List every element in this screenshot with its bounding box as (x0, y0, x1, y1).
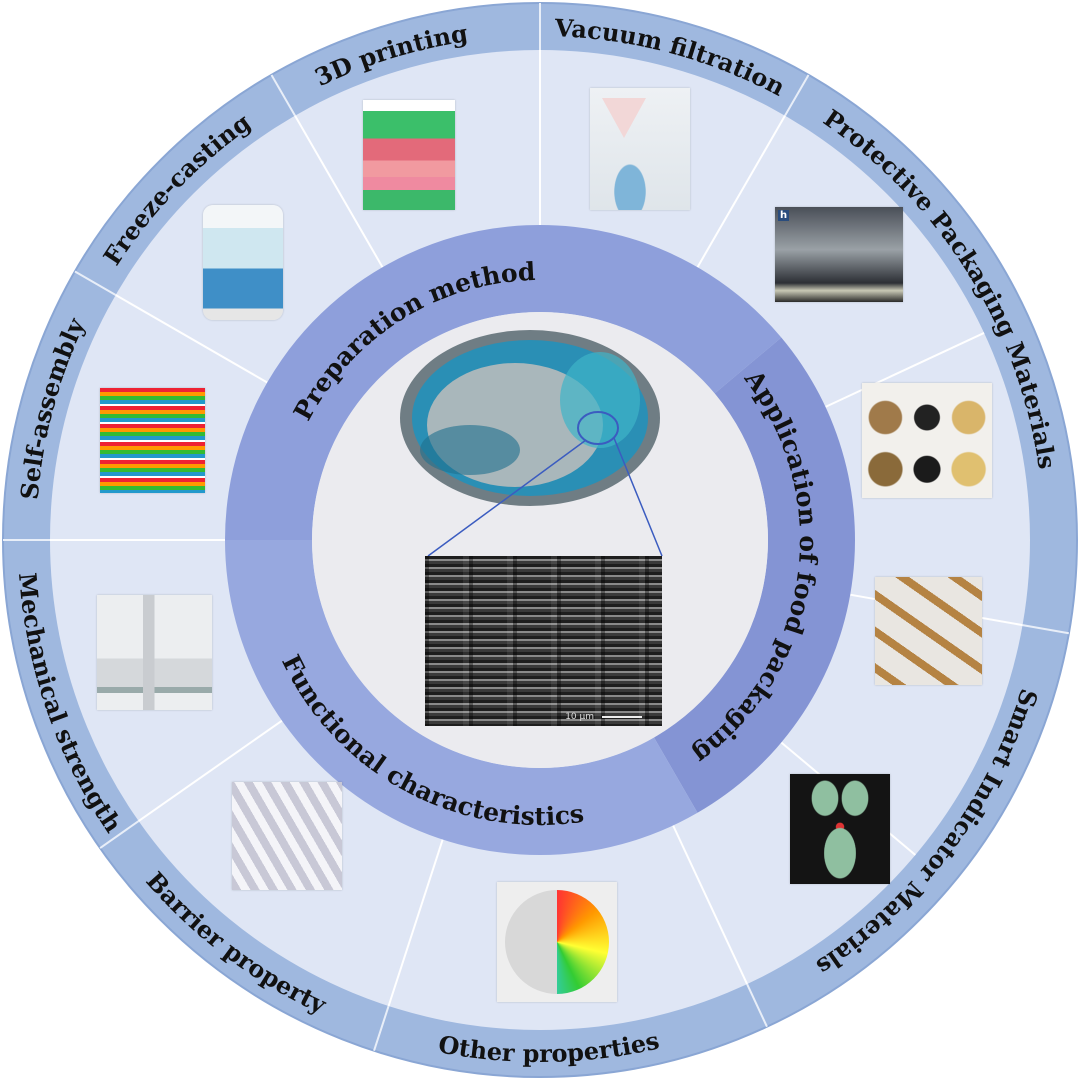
band-divider (270, 74, 296, 117)
inner-divider (138, 719, 283, 822)
3d-printing-image (363, 100, 455, 210)
food-jars-image (862, 383, 992, 498)
vacuum-filtration-image (590, 88, 690, 210)
abalone-shell-image (400, 330, 663, 557)
scale-bar-label: 10 μm (565, 712, 594, 722)
freeze-casting-image (203, 205, 283, 320)
application-sector (654, 337, 855, 813)
band-divider (99, 820, 140, 849)
inner-divider (825, 332, 985, 408)
sem-nacre-image: 10 μm (425, 556, 662, 726)
protective-packaging-image: h (775, 207, 903, 302)
middle-ring (225, 224, 855, 855)
barrier-film-image (232, 782, 342, 890)
heart-indicator-image (790, 774, 890, 884)
band-divider (784, 74, 810, 117)
scale-bar: 10 μm (565, 712, 642, 722)
inner-divider (115, 294, 268, 384)
functional-sector (225, 540, 698, 855)
band-divider (746, 983, 768, 1028)
band-divider (74, 270, 117, 296)
self-assembly-image (100, 388, 205, 493)
other-properties-image (497, 882, 617, 1002)
band-divider (1022, 624, 1070, 635)
mechanical-tester-image (97, 595, 212, 710)
inner-divider (294, 115, 384, 268)
preparation-sector (225, 224, 782, 541)
panel-label: h (778, 210, 790, 221)
inner-divider (387, 839, 444, 1007)
inner-divider (672, 825, 748, 985)
spiral-strips-image (875, 577, 982, 685)
inner-divider (696, 115, 786, 268)
band-divider (373, 1005, 390, 1052)
